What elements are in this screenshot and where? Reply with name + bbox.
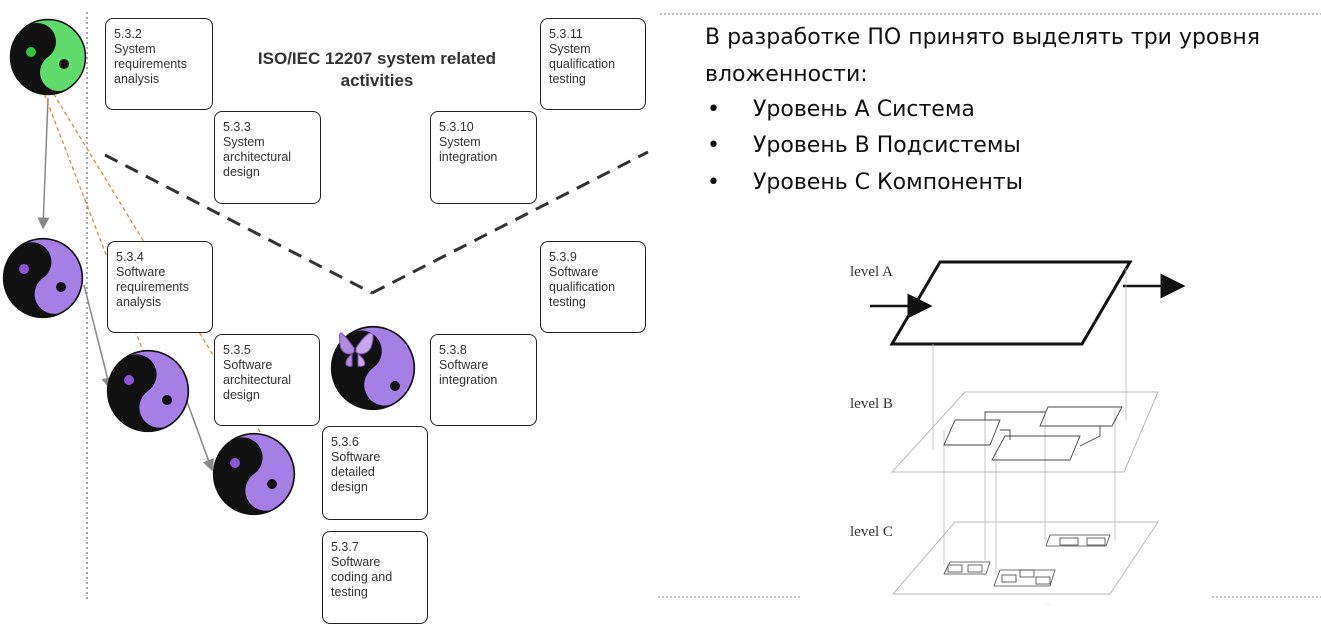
intro-line-1: В разработке ПО принято выделять три уро…: [705, 25, 1260, 50]
activity-box-5-3-6: 5.3.6 Software detailed design: [322, 426, 428, 520]
bullet-text: Уровень А Система: [753, 97, 975, 122]
activity-box-5-3-5: 5.3.5 Software architectural design: [214, 334, 320, 426]
butterfly-icon: [339, 332, 374, 367]
activity-code: 5.3.5: [223, 343, 251, 357]
level-c-plane: [891, 521, 1159, 595]
activity-label: Software integration: [439, 358, 498, 387]
activity-code: 5.3.11: [549, 27, 583, 41]
activity-label: Software coding and testing: [331, 555, 393, 599]
v-right-dashed-line: [371, 150, 649, 295]
yin-yang-purple-icon-3: [212, 432, 296, 516]
activity-box-5-3-3: 5.3.3 System architectural design: [214, 111, 321, 204]
bullet-text: Уровень В Подсистемы: [753, 133, 1021, 158]
activity-label: System requirements analysis: [114, 42, 187, 86]
activity-code: 5.3.2: [114, 27, 142, 41]
orange-dashed-1: [41, 87, 161, 396]
bullet-dot-icon: •: [707, 170, 720, 195]
activity-code: 5.3.9: [549, 250, 577, 264]
activity-label: Software architectural design: [223, 358, 292, 402]
arrow-gray-3: [184, 395, 215, 472]
activity-box-5-3-7: 5.3.7 Software coding and testing: [322, 531, 428, 624]
activity-box-5-3-9: 5.3.9 Software qualification testing: [540, 241, 646, 333]
arrow-gray-1: [37, 97, 50, 230]
bullet-dot-icon: •: [707, 97, 720, 122]
diagram-title: ISO/IEC 12207 system related activities: [257, 49, 497, 90]
activity-label: Software qualification testing: [549, 265, 616, 309]
v-left-dashed-line: [104, 153, 373, 295]
activity-label: Software requirements analysis: [116, 265, 189, 309]
activity-code: 5.3.7: [331, 540, 359, 554]
activity-code: 5.3.4: [116, 250, 144, 264]
level-b-label: level B: [850, 396, 893, 412]
activity-code: 5.3.10: [439, 120, 474, 134]
yin-yang-green-icon: [9, 18, 87, 96]
yin-yang-butterfly-icon: [330, 325, 416, 411]
activity-code: 5.3.3: [223, 120, 251, 134]
activity-code: 5.3.6: [331, 435, 359, 449]
intro-line-2: вложенности:: [705, 62, 868, 87]
activity-label: System qualification testing: [549, 42, 616, 86]
activity-label: System architectural design: [223, 135, 292, 179]
level-a-plane: [889, 260, 1133, 346]
arrow-gray-2: [83, 284, 114, 390]
activity-box-5-3-10: 5.3.10 System integration: [430, 111, 537, 204]
yin-yang-purple-icon-2: [106, 349, 190, 433]
svg-text:·····: ·····: [1045, 602, 1052, 607]
activity-label: System integration: [439, 135, 498, 164]
activity-box-5-3-11: 5.3.11 System qualification testing: [540, 18, 646, 110]
activity-box-5-3-2: 5.3.2 System requirements analysis: [105, 18, 213, 110]
activity-box-5-3-4: 5.3.4 Software requirements analysis: [107, 241, 213, 333]
bullet-dot-icon: •: [707, 133, 720, 158]
activity-box-5-3-8: 5.3.8 Software integration: [430, 334, 537, 426]
level-a-label: level A: [850, 264, 893, 280]
level-c-label: level C: [850, 524, 893, 540]
activity-code: 5.3.8: [439, 343, 467, 357]
bullet-text: Уровень С Компоненты: [753, 170, 1024, 195]
level-diagram: ·····: [870, 260, 1186, 607]
activity-label: Software detailed design: [331, 450, 381, 494]
yin-yang-purple-icon-1: [2, 237, 84, 319]
level-b-plane: [890, 391, 1159, 473]
